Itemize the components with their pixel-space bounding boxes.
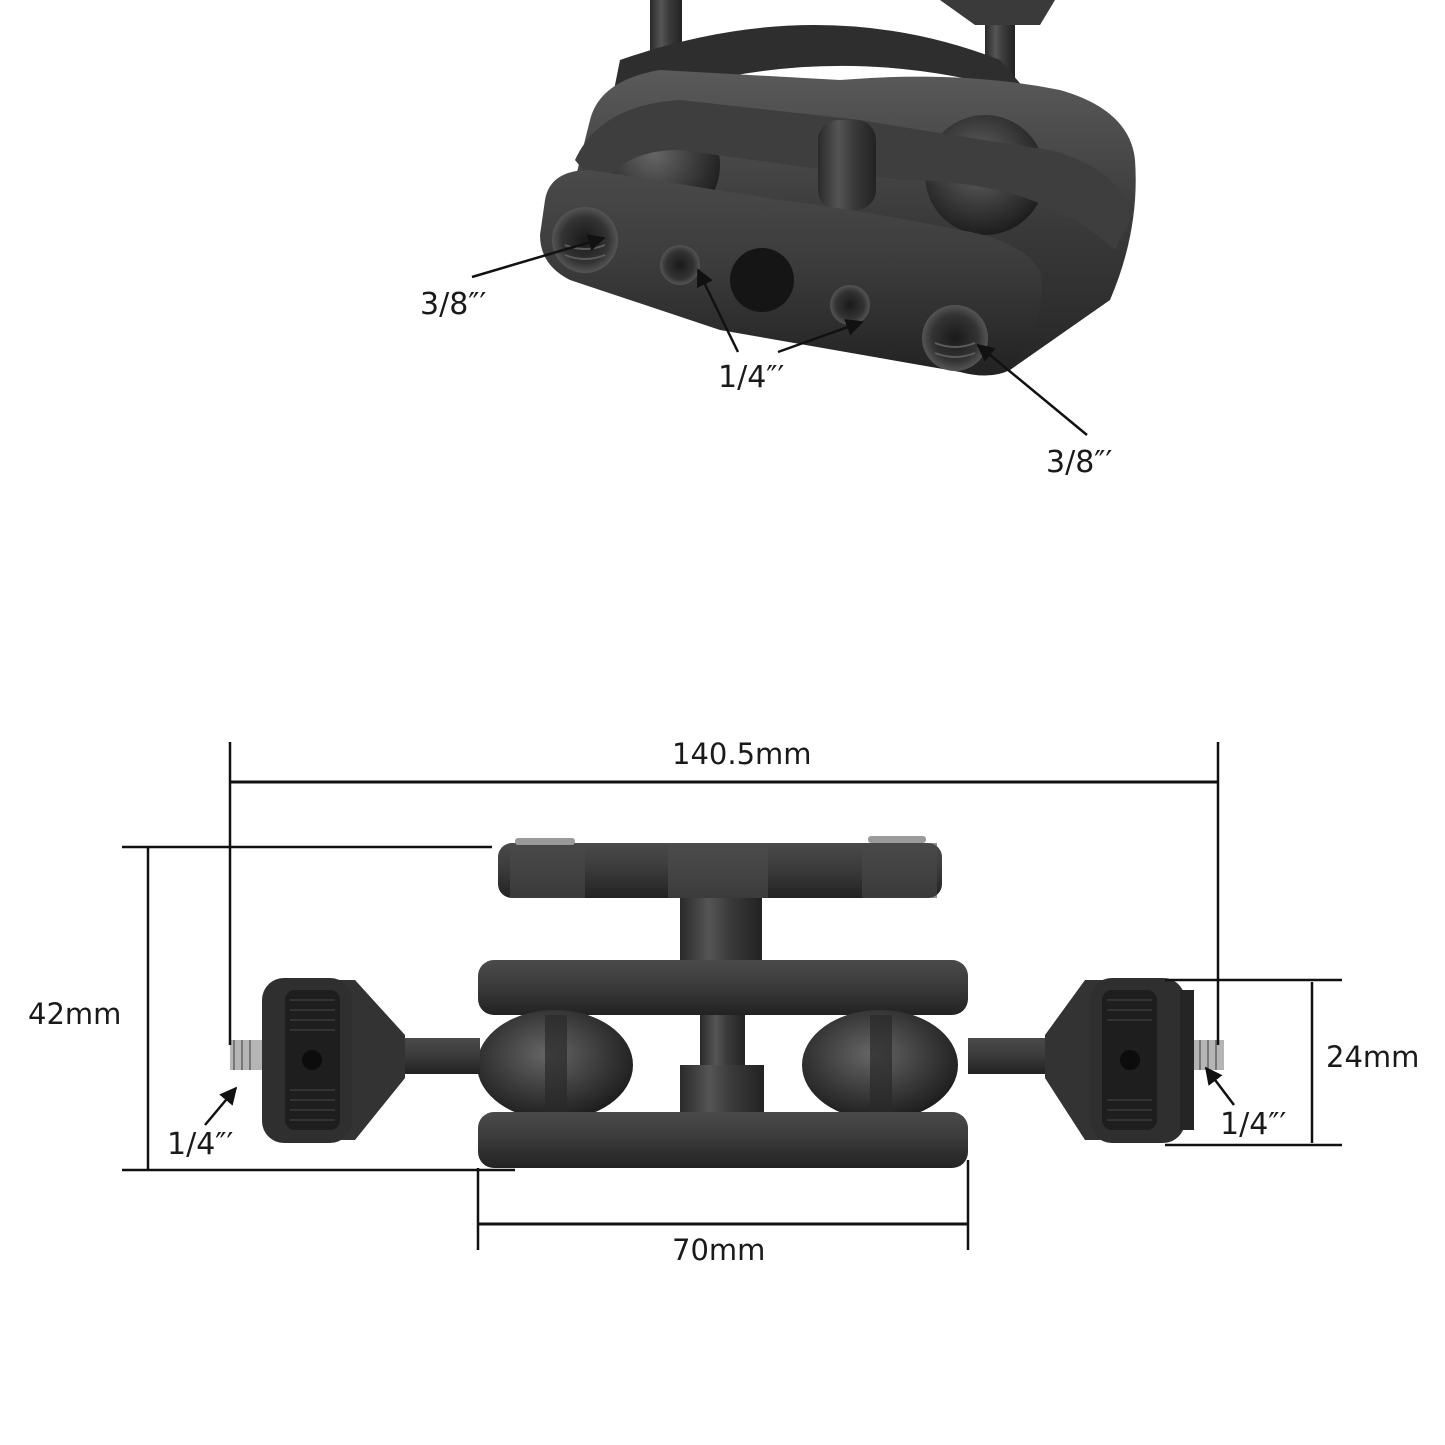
side-product-photo — [230, 836, 1224, 1168]
leader-right-screw — [1204, 1066, 1235, 1106]
leader-1-4-b — [777, 319, 864, 354]
dimension-label-overall-height: 42mm — [28, 997, 122, 1031]
dimension-label-clamp-width: 70mm — [672, 1233, 766, 1267]
callout-label-3-8-right: 3/8″′ — [1046, 445, 1113, 480]
leader-right-3-8 — [976, 343, 1088, 436]
leader-left-3-8 — [471, 234, 606, 279]
dimension-label-head-height: 24mm — [1326, 1040, 1420, 1074]
callout-label-1-4-left-screw: 1/4″′ — [167, 1127, 234, 1162]
callout-label-3-8-left: 3/8″′ — [420, 287, 487, 322]
callout-label-1-4-right-screw: 1/4″′ — [1220, 1107, 1287, 1142]
leader-1-4-a — [696, 268, 740, 353]
top-product-photo — [540, 0, 1136, 376]
callout-label-1-4-top: 1/4″′ — [718, 360, 785, 395]
top-callout-leaders — [471, 234, 1088, 436]
dimension-lines — [122, 742, 1342, 1250]
dimension-label-overall-width: 140.5mm — [672, 737, 812, 771]
leader-left-screw — [204, 1086, 238, 1126]
